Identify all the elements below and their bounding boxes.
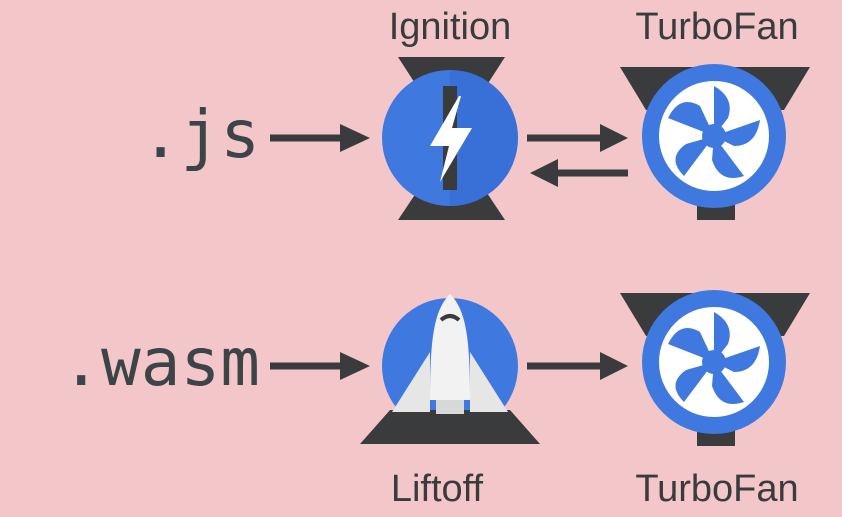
arrow-liftoff-to-turbofan [527,352,628,380]
arrow-wasm-to-liftoff [270,352,370,380]
liftoff-label: Liftoff [390,468,484,510]
arrow-turbofan-to-ignition [530,159,628,187]
arrow-js-to-ignition [270,124,370,152]
turbine-fan-icon [620,290,810,446]
arrow-ignition-to-turbofan [527,124,628,152]
turbine-fan-icon [620,64,810,220]
space-shuttle-icon [360,294,540,444]
wasm-source-label: .wasm [61,324,260,401]
turbofan-bottom-label: TurboFan [635,468,799,510]
turbofan-top-label: TurboFan [635,6,799,48]
js-source-label: .js [140,96,260,173]
lightning-bolt-hourglass-icon [382,57,518,220]
ignition-label: Ignition [388,6,512,48]
